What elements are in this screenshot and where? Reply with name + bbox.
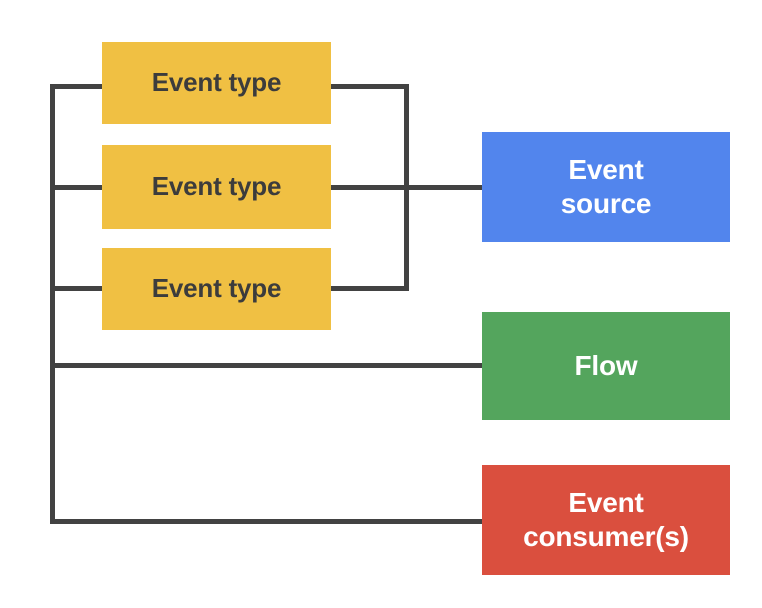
connector-left-stub-event-type-3: [50, 286, 104, 291]
connector-left-stub-event-type-2: [50, 185, 104, 190]
connector-right-stub-event-type-1: [329, 84, 409, 89]
node-flow[interactable]: Flow: [482, 312, 730, 420]
connector-right-stub-event-type-3: [329, 286, 409, 291]
node-event-type-3[interactable]: Event type: [102, 248, 331, 330]
node-event-consumer-label: Event consumer(s): [523, 486, 689, 552]
node-event-source-label: Event source: [560, 153, 652, 219]
connector-left-trunk-vertical: [50, 84, 55, 524]
connector-event-consumer-branch-horizontal: [50, 519, 484, 524]
connector-event-source-branch-horizontal: [329, 185, 484, 190]
connector-left-stub-event-type-1: [50, 84, 104, 89]
node-event-type-3-label: Event type: [151, 273, 282, 304]
node-event-type-1-label: Event type: [151, 67, 282, 98]
node-event-type-1[interactable]: Event type: [102, 42, 331, 124]
node-flow-label: Flow: [574, 349, 638, 381]
node-event-type-2[interactable]: Event type: [102, 145, 331, 229]
node-event-source[interactable]: Event source: [482, 132, 730, 242]
node-event-consumer[interactable]: Event consumer(s): [482, 465, 730, 575]
connector-flow-branch-horizontal: [50, 363, 484, 368]
node-event-type-2-label: Event type: [151, 171, 282, 202]
